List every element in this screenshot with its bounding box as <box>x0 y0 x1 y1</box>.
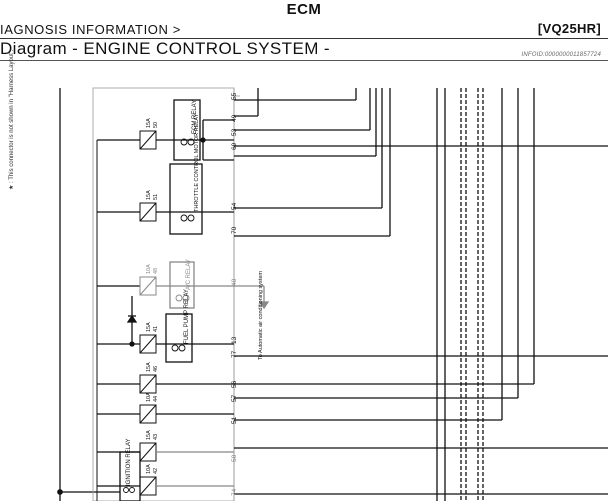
terminal-54: 54 <box>231 202 238 210</box>
relay-labels: ECM RELAY THROTTLE CONTROL MOTOR RELAY A… <box>126 100 200 486</box>
svg-text:51: 51 <box>153 194 159 200</box>
ecm-relay-label: ECM RELAY <box>192 100 198 134</box>
svg-text:15A: 15A <box>146 322 152 332</box>
ac-destination-note: To Automatic air conditioning system <box>258 271 264 360</box>
svg-text:44: 44 <box>153 396 159 402</box>
header-divider <box>0 38 608 39</box>
breadcrumb-section[interactable]: IAGNOSIS INFORMATION > <box>0 22 181 37</box>
svg-text:15A: 15A <box>146 362 152 372</box>
ac-relay-label: A/C RELAY <box>186 259 192 290</box>
diagram-title: Diagram - ENGINE CONTROL SYSTEM - <box>0 39 330 58</box>
ac-relay-box <box>169 261 195 309</box>
terminal-56: 56 <box>231 380 238 388</box>
terminal-51: 51 <box>231 416 238 424</box>
svg-text:15A: 15A <box>146 430 152 440</box>
terminal-13: 13 <box>231 336 238 344</box>
terminal-70: 70 <box>231 226 238 234</box>
fuse-labels: 15A 50 15A 51 10A 48 15A 41 15A 46 10A 4… <box>146 118 159 474</box>
ignition-relay-box <box>119 451 141 501</box>
terminal-57: 57 <box>231 394 238 402</box>
terminal-74: 74 <box>231 488 238 496</box>
svg-text:43: 43 <box>153 434 159 440</box>
model-code: [VQ25HR] <box>537 21 601 36</box>
terminal-53: 53 <box>231 128 238 136</box>
terminal-labels: 55 49 53 69 54 70 48 13 77 56 57 51 58 7… <box>231 92 238 496</box>
ecm-relay-box <box>173 99 201 161</box>
ac-arrow <box>258 301 270 310</box>
svg-text:15A: 15A <box>146 118 152 128</box>
terminal-49: 49 <box>231 114 238 122</box>
title-divider <box>0 60 608 61</box>
info-id: INFOID:0000000011857724 <box>521 52 601 58</box>
fuel-pump-relay-label: FUEL PUMP RELAY <box>184 289 190 344</box>
svg-text:41: 41 <box>153 326 159 332</box>
svg-text:42: 42 <box>153 468 159 474</box>
svg-text:50: 50 <box>153 122 159 128</box>
terminal-77: 77 <box>231 350 238 358</box>
terminal-48: 48 <box>231 278 238 286</box>
diode-symbol <box>126 314 138 323</box>
terminal-58: 58 <box>231 454 238 462</box>
terminal-55: 55 <box>231 92 238 100</box>
throttle-control-motor-relay-box <box>169 163 203 235</box>
ipdm-module-outline <box>92 87 235 501</box>
fuel-pump-relay-box <box>165 313 193 363</box>
svg-text:48: 48 <box>153 268 159 274</box>
terminal-69: 69 <box>231 142 238 150</box>
svg-text:10A: 10A <box>146 464 152 474</box>
svg-text:10A: 10A <box>146 264 152 274</box>
page-title: ECM <box>286 1 322 18</box>
svg-text:10A: 10A <box>146 392 152 402</box>
ignition-relay-label: IGNITION RELAY <box>126 438 132 486</box>
svg-text:46: 46 <box>153 366 159 372</box>
svg-text:15A: 15A <box>146 190 152 200</box>
throttle-relay-label: THROTTLE CONTROL MOTOR RELAY <box>194 113 200 212</box>
